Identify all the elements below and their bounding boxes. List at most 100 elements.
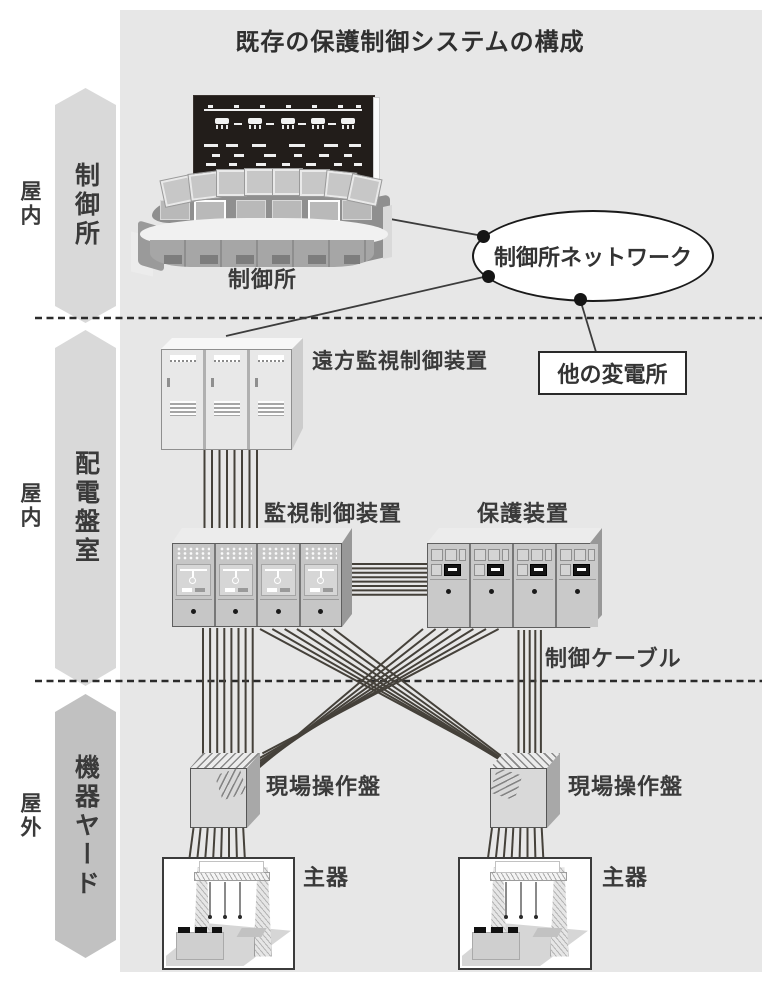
panel-squares — [474, 549, 509, 561]
conductor-drop — [237, 882, 242, 919]
control-center-network-oval: 制御所ネットワーク — [472, 210, 714, 302]
cabinet-side-face — [292, 338, 303, 450]
console-front-panels — [164, 255, 360, 264]
knob — [318, 609, 324, 614]
cabinet-door — [162, 350, 206, 449]
door-handle — [211, 378, 214, 387]
scada-cabinets — [172, 528, 352, 627]
control-center-caption: 制御所 — [228, 267, 298, 292]
relay-display — [573, 564, 590, 576]
mimic-mark — [229, 163, 237, 166]
diagram-title: 既存の保護制御システムの構成 — [235, 29, 585, 56]
zone-band-label: 配電盤室 — [71, 450, 100, 566]
mimic-mark — [324, 144, 338, 147]
knob-zone — [516, 579, 553, 627]
console-monitor — [216, 169, 247, 197]
conductor-drop — [222, 882, 227, 919]
mimic-mark — [356, 105, 361, 108]
mimic-mark — [208, 105, 213, 108]
panel-display-row — [474, 564, 509, 576]
remote-device-label: 遠方監視制御装置 — [312, 350, 488, 373]
mimic-breaker-icon — [247, 118, 263, 131]
zone-band-label: 制御所 — [71, 162, 100, 249]
door-handle — [255, 378, 258, 387]
knob-zone — [473, 579, 510, 627]
substation-scene — [166, 861, 291, 966]
lamp-grid — [219, 547, 252, 561]
mimic-mark — [328, 123, 336, 125]
vent — [213, 355, 240, 362]
panel-squares — [560, 549, 595, 561]
cabinet-door — [215, 544, 258, 626]
vent — [169, 355, 196, 362]
mimic-mark — [264, 154, 276, 157]
mimic-mark — [289, 144, 305, 147]
conductor-drop — [503, 882, 508, 919]
lamp-grid — [262, 547, 295, 561]
knob-zone — [175, 599, 212, 626]
zone-band-control-center: 制御所 — [55, 88, 116, 323]
substation-scene — [462, 861, 588, 966]
cabinet-door — [250, 350, 291, 449]
transformer — [176, 927, 224, 960]
knob — [575, 589, 580, 594]
mimic-mark — [260, 105, 265, 108]
cabinet-door — [206, 350, 250, 449]
louvers — [169, 401, 196, 416]
local-panel-right — [489, 753, 560, 828]
gantry-beam — [193, 871, 270, 881]
louvers — [213, 401, 240, 416]
knob — [233, 609, 239, 614]
panel-display-row — [517, 564, 552, 576]
network-node-dot — [481, 269, 495, 283]
knob — [446, 589, 451, 594]
mimic-mark — [212, 154, 220, 157]
location-label-indoor-1: 屋内 — [18, 180, 41, 228]
cabinet-top-face — [427, 528, 602, 543]
mimic-mark — [349, 144, 361, 147]
mimic-panel — [303, 564, 338, 596]
mimic-breaker-icon — [214, 118, 230, 131]
knob — [489, 589, 494, 594]
mimic-breaker-icon — [280, 118, 296, 131]
other-substation-label: 他の変電所 — [557, 362, 668, 387]
conductor-drop — [518, 882, 523, 919]
cabinet-front-face — [161, 349, 292, 450]
scada-device-label: 監視制御装置 — [263, 501, 402, 526]
zone-band-switchboard-room: 配電盤室 — [55, 330, 116, 686]
mimic-panel — [218, 564, 253, 596]
protection-device-label: 保護装置 — [477, 501, 570, 526]
main-equipment-right — [458, 857, 592, 970]
cabinet-top-face — [172, 528, 352, 543]
knob-zone — [260, 599, 297, 626]
cabinet-door — [428, 544, 471, 627]
mimic-mark — [306, 163, 316, 166]
relay-display — [530, 564, 547, 576]
other-substation-box: 他の変電所 — [538, 351, 687, 395]
console-screen — [272, 200, 302, 220]
panel-display-row — [560, 564, 595, 576]
panel-squares — [431, 549, 466, 561]
mimic-breaker-icon — [340, 118, 356, 131]
console-screen — [236, 200, 266, 220]
panel-front-face — [190, 767, 248, 828]
local-panel-left-label: 現場操作盤 — [266, 774, 382, 799]
location-label-indoor-2: 屋内 — [18, 482, 41, 530]
cabinet-door — [471, 544, 514, 627]
knob-zone — [302, 599, 339, 626]
control-cable-label: 制御ケーブル — [545, 646, 682, 671]
cabinet-top-face — [161, 338, 303, 349]
knob — [190, 609, 196, 614]
cabinet-door — [557, 544, 598, 627]
mimic-panel — [261, 564, 296, 596]
main-equipment-left — [162, 857, 295, 970]
mimic-mark — [298, 123, 306, 125]
knob-zone — [217, 599, 254, 626]
top-banner — [494, 861, 561, 873]
transformer — [472, 927, 520, 960]
console-monitor — [272, 168, 303, 196]
top-banner — [198, 861, 264, 873]
remote-supervisory-cabinets — [161, 338, 303, 450]
panel-display-row — [431, 564, 466, 576]
